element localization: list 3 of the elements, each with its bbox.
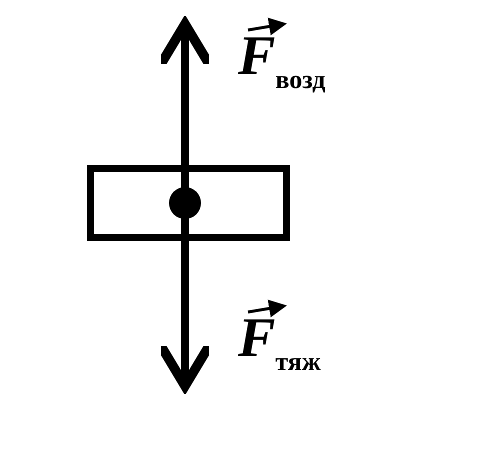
force-label: F$_{возд}$ — [238, 28, 326, 93]
force-label: F$_{тяж}$ — [238, 310, 321, 375]
body-rectangle — [87, 165, 290, 241]
